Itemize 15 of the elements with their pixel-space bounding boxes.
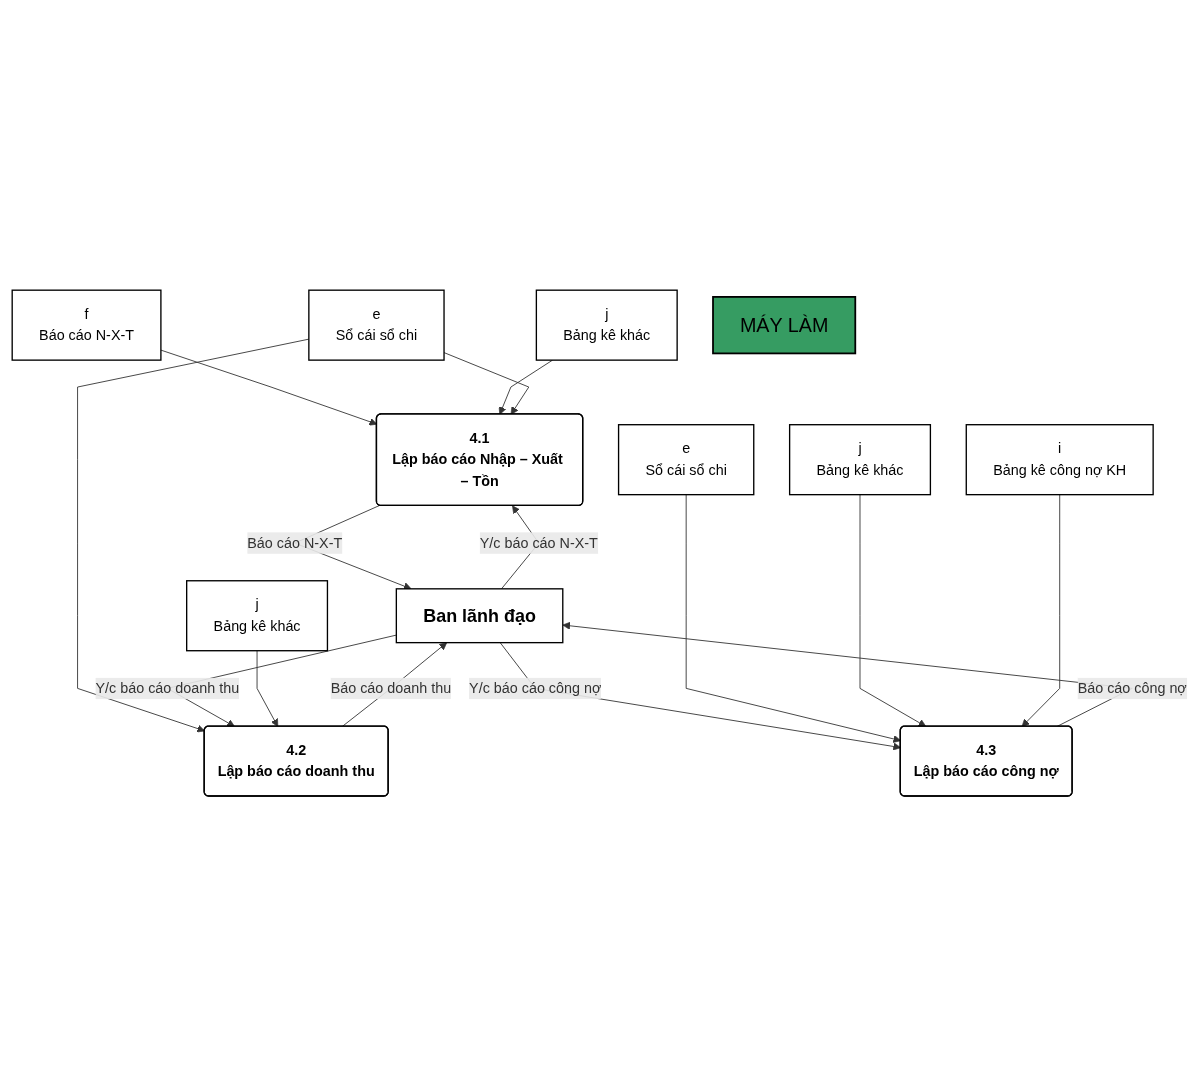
node-box: MÁY LÀM	[712, 296, 857, 355]
edge-label: Báo cáo công nợ	[1077, 680, 1187, 696]
node-box: e Sổ cái sổ chi	[617, 424, 755, 496]
node-box: e Sổ cái sổ chi	[308, 289, 445, 362]
edge-label: Y/c báo cáo doanh thu	[95, 680, 240, 696]
node-box: i Bảng kê công nợ KH	[965, 424, 1154, 496]
edge-label: Y/c báo cáo N-X-T	[479, 535, 598, 551]
node-box: f Báo cáo N-X-T	[11, 289, 162, 362]
node-box: j Bảng kê khác	[788, 424, 932, 496]
edge-label: Báo cáo doanh thu	[330, 680, 452, 696]
edge-label: Báo cáo N-X-T	[247, 535, 343, 551]
node-box: Ban lãnh đạo	[395, 588, 564, 644]
edge-label: Y/c báo cáo công nợ	[469, 680, 602, 696]
node-box: j Bảng kê khác	[186, 580, 329, 652]
node-box: j Bảng kê khác	[535, 289, 678, 362]
